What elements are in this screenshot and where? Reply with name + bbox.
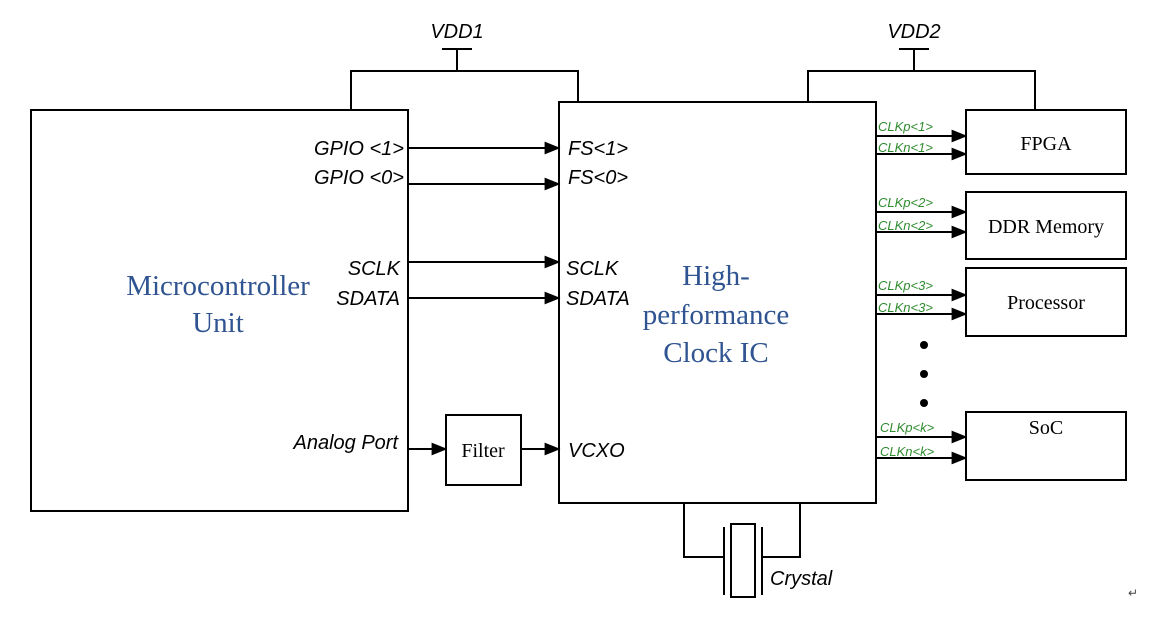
crystal-label: Crystal: [770, 568, 833, 590]
ddr-memory-block: [965, 191, 1127, 260]
soc-label: SoC: [1029, 417, 1063, 439]
microcontroller-title-line2: Unit: [192, 307, 244, 339]
clock-ic-title-line3: Clock IC: [663, 337, 769, 369]
clkp3-label: CLKp<3>: [878, 278, 933, 293]
clkp2-label: CLKp<2>: [878, 195, 933, 210]
vdd1-supply: [350, 48, 579, 110]
clock-ic-pin-sdata: SDATA: [566, 288, 630, 310]
mcu-pin-analog: Analog Port: [292, 432, 399, 454]
output-clock-arrows: [876, 129, 968, 465]
clock-ic-pin-fs1: FS<1>: [568, 138, 628, 160]
clkn2-label: CLKn<2>: [878, 218, 933, 233]
clkn1-label: CLKn<1>: [878, 140, 933, 155]
ddr-memory-label: DDR Memory: [988, 216, 1104, 238]
crystal-symbol: [683, 503, 801, 598]
mcu-pin-sdata: SDATA: [336, 288, 400, 310]
vdd1-label: VDD1: [430, 21, 483, 43]
clock-ic-block: [558, 101, 877, 504]
filter-label: Filter: [461, 440, 505, 462]
clock-ic-pin-fs0: FS<0>: [568, 167, 628, 189]
clock-ic-pin-vcxo: VCXO: [568, 440, 625, 462]
ellipsis-dots: [920, 341, 928, 407]
return-mark: ↵: [1128, 586, 1138, 600]
clkp1-label: CLKp<1>: [878, 119, 933, 134]
clkn3-label: CLKn<3>: [878, 300, 933, 315]
fpga-block: [965, 109, 1127, 175]
filter-block: [445, 414, 522, 486]
clkpk-label: CLKp<k>: [880, 420, 935, 435]
microcontroller-block: [30, 109, 409, 512]
fpga-label: FPGA: [1020, 133, 1072, 155]
processor-block: [965, 267, 1127, 337]
processor-label: Processor: [1007, 292, 1085, 314]
control-signal-arrows: [408, 141, 561, 456]
clock-ic-title-line1: High-: [682, 260, 750, 292]
clock-ic-title-line2: performance: [643, 299, 790, 331]
mcu-pin-gpio0: GPIO <0>: [314, 167, 404, 189]
soc-block: [965, 411, 1127, 481]
microcontroller-title-line1: Microcontroller: [126, 270, 310, 302]
mcu-pin-sclk: SCLK: [348, 258, 402, 280]
mcu-pin-gpio1: GPIO <1>: [314, 138, 404, 160]
clock-ic-pin-sclk: SCLK: [566, 258, 620, 280]
vdd2-supply: [807, 48, 1036, 110]
vdd2-label: VDD2: [887, 21, 940, 43]
clknk-label: CLKn<k>: [880, 444, 935, 459]
